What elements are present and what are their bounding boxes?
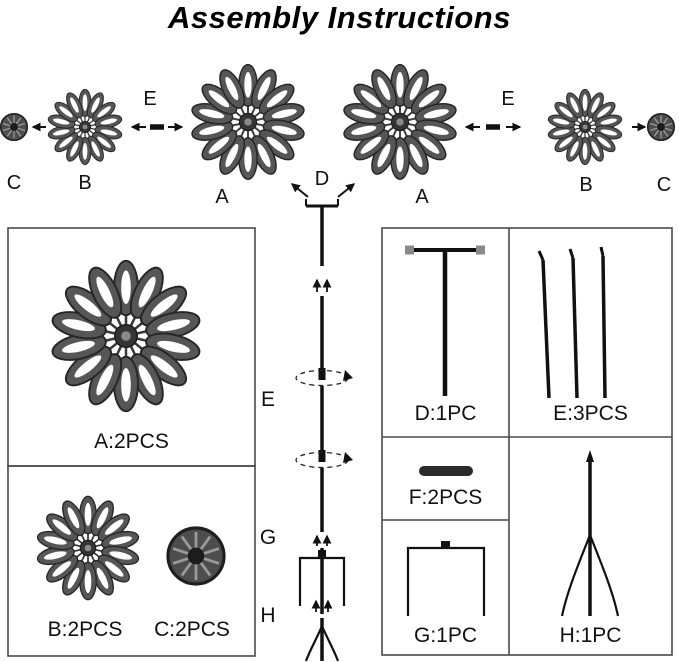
pole-step-e-label: E bbox=[260, 388, 275, 411]
pole-step-h-label: H bbox=[260, 604, 276, 627]
parts-grid-boxes bbox=[381, 227, 673, 656]
part-g-count-label: G:1PC bbox=[413, 624, 478, 647]
twist-indicator-upper bbox=[295, 367, 354, 387]
part-letter-c-left: C bbox=[6, 172, 22, 194]
part-d-count-label: D:1PC bbox=[414, 402, 477, 425]
part-f-count-label: F:2PCS bbox=[408, 486, 483, 509]
part-h-graphic bbox=[560, 450, 620, 617]
cap-c-right-graphic bbox=[646, 112, 676, 142]
panel-spinner-a-graphic bbox=[50, 261, 202, 411]
part-d-graphic bbox=[405, 245, 485, 396]
panel-spinner-b-graphic bbox=[36, 496, 140, 599]
page-title: Assembly Instructions bbox=[168, 0, 511, 35]
part-letter-a-right: A bbox=[415, 186, 429, 208]
panel-b-count-label: B:2PCS bbox=[47, 618, 123, 641]
spinner-b-right-graphic bbox=[547, 89, 623, 164]
panel-c-count-label: C:2PCS bbox=[154, 618, 230, 641]
center-pole-assembly bbox=[295, 199, 354, 662]
left-panel-boxes bbox=[7, 227, 256, 657]
pole-h-prongs bbox=[304, 625, 340, 662]
twist-indicator-lower bbox=[295, 449, 354, 469]
assembly-arrows bbox=[31, 122, 647, 198]
part-e-graphic bbox=[537, 246, 607, 399]
spinner-a-right-graphic bbox=[342, 65, 458, 180]
part-g-graphic bbox=[406, 541, 486, 616]
panel-a-count-label: A:2PCS bbox=[94, 430, 169, 453]
part-letter-d: D bbox=[314, 168, 330, 190]
part-e-count-label: E:3PCS bbox=[553, 402, 628, 425]
part-letter-b-right: B bbox=[579, 174, 593, 196]
cap-c-left-graphic bbox=[0, 112, 29, 142]
part-letter-c-right: C bbox=[656, 174, 672, 196]
top-exploded-row bbox=[0, 65, 676, 198]
pole-step-g-label: G bbox=[259, 526, 277, 549]
part-letter-a-left: A bbox=[215, 186, 229, 208]
part-h-count-label: H:1PC bbox=[559, 624, 622, 647]
pole-g-bracket bbox=[298, 550, 346, 606]
spinner-b-left-graphic bbox=[47, 89, 123, 164]
spinner-a-left-graphic bbox=[190, 65, 306, 180]
connector-e-left-label: E bbox=[143, 88, 157, 110]
panel-cap-c-graphic bbox=[166, 526, 226, 586]
part-letter-b-left: B bbox=[78, 172, 92, 194]
connector-e-right-label: E bbox=[501, 88, 515, 110]
